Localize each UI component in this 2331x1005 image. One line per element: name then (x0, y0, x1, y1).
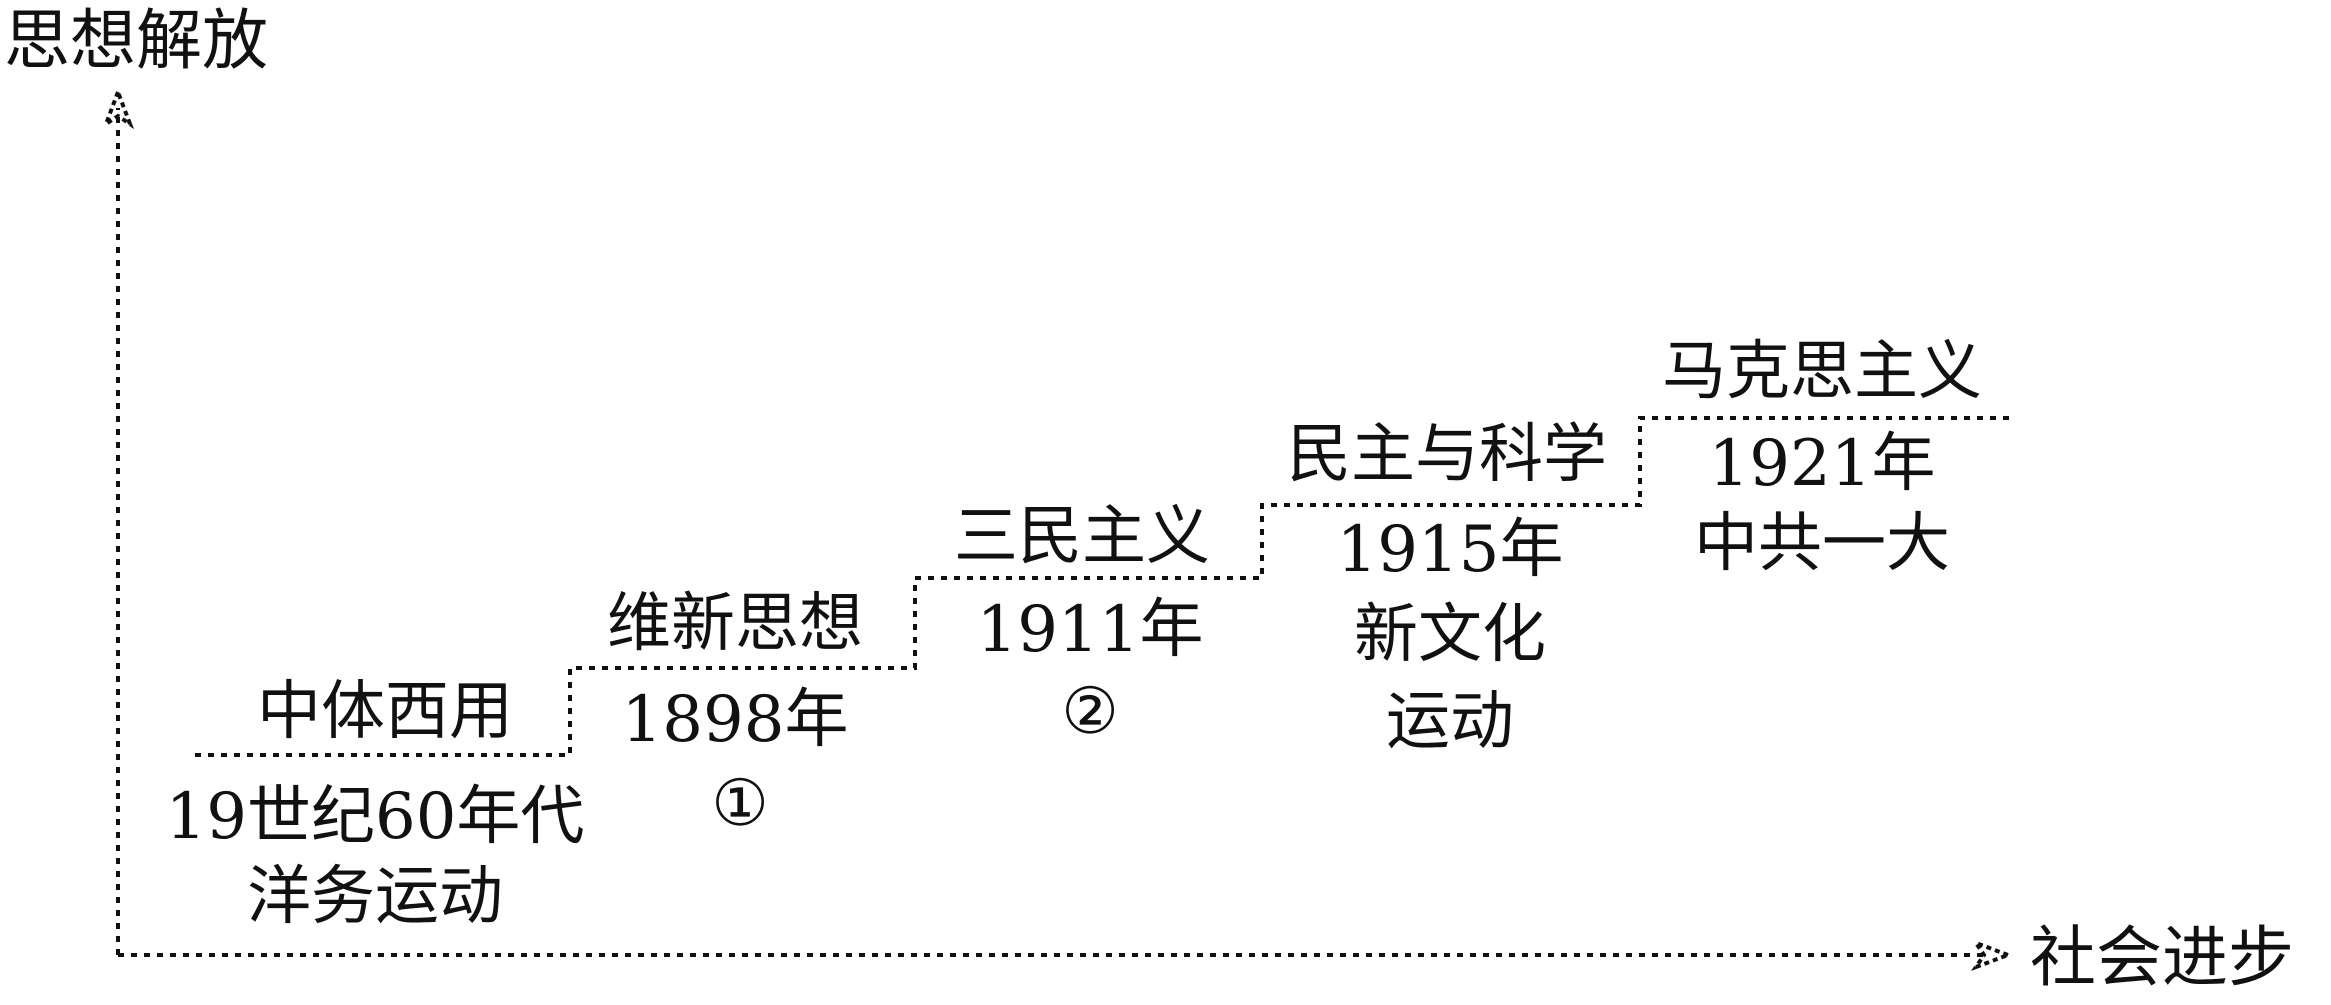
y-axis-label: 思想解放 (4, 2, 268, 79)
step-4-year: 1915年 (1336, 513, 1564, 587)
step-2-event: ① (711, 767, 769, 841)
step-1-year: 19世纪60年代 (165, 780, 585, 854)
step-1-event: 洋务运动 (247, 860, 503, 934)
step-5-event: 中共一大 (1694, 507, 1950, 581)
x-axis-arrow-icon (1970, 938, 2014, 972)
step-1-idea: 中体西用 (257, 675, 513, 749)
step-4-event-line2: 运动 (1386, 685, 1514, 759)
step-4-idea: 民主与科学 (1287, 418, 1607, 492)
step-3-year: 1911年 (976, 593, 1204, 667)
step-2-idea: 维新思想 (607, 587, 863, 661)
step-2-year: 1898年 (621, 683, 849, 757)
staircase-line (195, 416, 2015, 757)
y-axis-arrow-icon (101, 86, 135, 130)
step-5-idea: 马克思主义 (1662, 335, 1982, 409)
x-axis-label: 社会进步 (2030, 919, 2294, 996)
step-5-year: 1921年 (1708, 427, 1936, 501)
step-4-event-line1: 新文化 (1354, 598, 1546, 672)
step-3-event: ② (1061, 675, 1119, 749)
step-3-idea: 三民主义 (954, 500, 1210, 574)
